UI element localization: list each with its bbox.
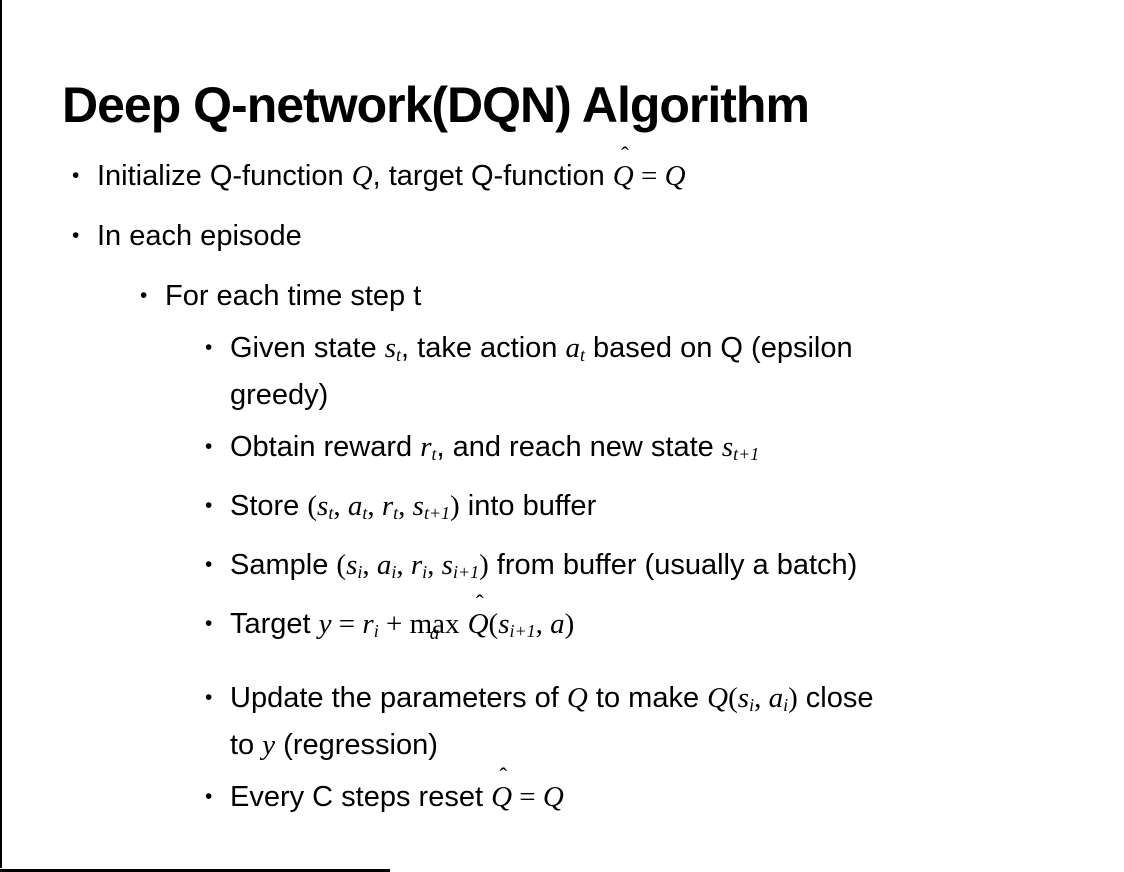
bullet-marker-icon: • <box>205 434 213 458</box>
bullet-marker-icon: • <box>205 611 213 635</box>
bullet-text-line: Obtain reward rt, and reach new state st… <box>230 430 760 464</box>
bullet-text-line: Update the parameters of Q to make Q(si,… <box>230 681 874 715</box>
bullet-text-line: greedy) <box>230 378 329 411</box>
bullet-text: In each episode <box>97 216 1124 256</box>
bullet-list: • Initialize Q-function Q, target Q-funct… <box>0 143 1124 829</box>
bullet-text: Update the parameters of Q to make Q(si,… <box>230 678 1124 765</box>
bullet-item-2: • In each episode <box>0 216 1124 256</box>
bullet-item-4: • Given state st, take action at based on… <box>0 328 1124 415</box>
bullet-text-line: to y (regression) <box>230 728 438 761</box>
bullet-text-line: Sample (si, ai, ri, si+1) from buffer (u… <box>230 548 858 582</box>
bullet-text: Obtain reward rt, and reach new state st… <box>230 427 1124 474</box>
bullet-item-5: • Obtain reward rt, and reach new state s… <box>0 427 1124 474</box>
bullet-text-line: For each time step t <box>165 280 422 312</box>
slide-left-border <box>0 0 2 868</box>
bullet-item-9: • Update the parameters of Q to make Q(si… <box>0 678 1124 765</box>
bullet-text: Store (st, at, rt, st+1) into buffer <box>230 486 1124 533</box>
bullet-text-line: Initialize Q-function Q, target Q-functi… <box>97 143 1084 196</box>
bullet-text: Sample (si, ai, ri, si+1) from buffer (u… <box>230 545 1124 592</box>
bullet-marker-icon: • <box>205 685 213 709</box>
bullet-text: Given state st, take action at based on … <box>230 328 1124 415</box>
bullet-item-1: • Initialize Q-function Q, target Q-funct… <box>0 143 1124 196</box>
bullet-text: For each time step t <box>165 276 1124 316</box>
bullet-marker-icon: • <box>140 284 148 307</box>
bullet-text-line: In each episode <box>97 220 302 252</box>
bullet-item-6: • Store (st, at, rt, st+1) into buffer <box>0 486 1124 533</box>
bullet-marker-icon: • <box>72 224 80 247</box>
slide-title: Deep Q-network(DQN) Algorithm <box>62 76 810 133</box>
bullet-item-7: • Sample (si, ai, ri, si+1) from buffer (… <box>0 545 1124 592</box>
bullet-marker-icon: • <box>205 784 213 808</box>
slide-bottom-edge-line <box>0 869 390 872</box>
bullet-marker-icon: • <box>205 493 213 517</box>
bullet-text-line: Given state st, take action at based on … <box>230 332 853 365</box>
bullet-text-line: Store (st, at, rt, st+1) into buffer <box>230 489 597 523</box>
bullet-marker-icon: • <box>205 336 213 359</box>
bullet-text: Initialize Q-function Q, target Q-functi… <box>97 143 1124 196</box>
bullet-marker-icon: • <box>205 552 213 576</box>
bullet-item-3: • For each time step t <box>0 276 1124 316</box>
bullet-marker-icon: • <box>72 164 80 187</box>
